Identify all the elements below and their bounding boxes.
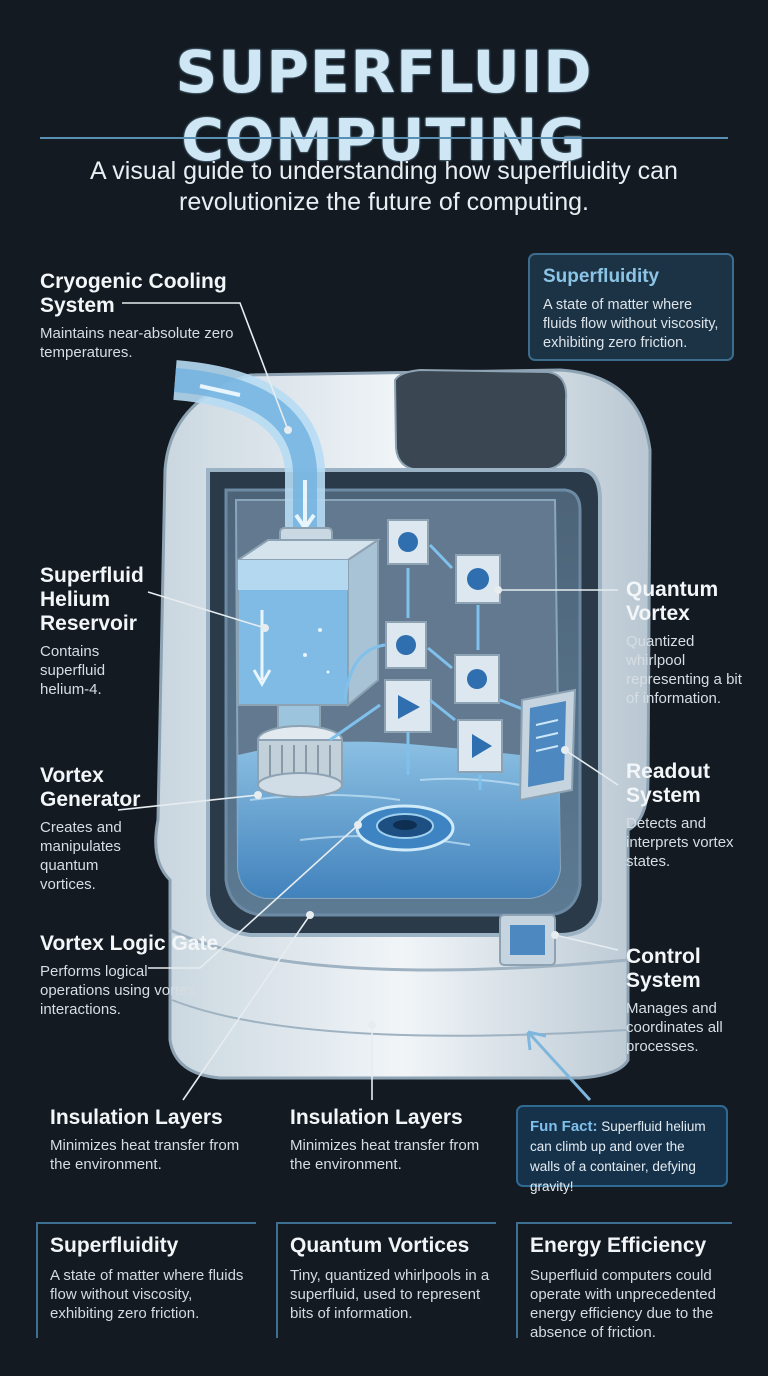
bottom-card-title: Superfluidity — [50, 1234, 179, 1257]
bottom-card-desc: Superfluid computers could operate with … — [530, 1267, 716, 1341]
callout-title: Superfluid Helium Reservoir — [40, 564, 144, 635]
callout-title: Insulation Layers — [50, 1106, 223, 1129]
callout-readout-system: Readout System Detects and interprets vo… — [626, 760, 746, 871]
page-subtitle: A visual guide to understanding how supe… — [90, 157, 678, 216]
callout-desc: Manages and coordinates all processes. — [626, 1000, 723, 1055]
control-panel — [499, 914, 556, 966]
callout-vortex-logic-gate: Vortex Logic Gate Performs logical opera… — [40, 932, 220, 1019]
callout-title: Vortex Logic Gate — [40, 932, 219, 955]
callout-title: Control System — [626, 945, 701, 992]
callout-vortex-generator: Vortex Generator Creates and manipulates… — [40, 764, 150, 894]
info-box-title: Superfluidity — [543, 266, 660, 287]
bottom-card-energy-efficiency: Energy Efficiency Superfluid computers c… — [516, 1222, 732, 1341]
callout-title: Insulation Layers — [290, 1106, 463, 1129]
fun-fact-label: Fun Fact: — [530, 1118, 598, 1135]
helium-reservoir — [234, 538, 382, 736]
callout-desc: Creates and manipulates quantum vortices… — [40, 819, 122, 893]
bottom-card-desc: Tiny, quantized whirlpools in a superflu… — [290, 1267, 490, 1322]
logic-gate-array — [329, 519, 526, 790]
info-box-desc: A state of matter where fluids flow with… — [543, 297, 719, 351]
callout-insulation-left: Insulation Layers Minimizes heat transfe… — [50, 1106, 240, 1174]
leader-lines — [117, 302, 619, 1101]
vortex-generator — [257, 725, 343, 798]
callout-title: Vortex Generator — [40, 764, 141, 811]
fun-fact-arrow — [526, 1030, 592, 1102]
page-title: SUPERFLUID COMPUTING — [175, 38, 593, 174]
callout-desc: Contains superfluid helium-4. — [40, 643, 106, 698]
central-vortex — [355, 804, 455, 852]
callout-desc: Minimizes heat transfer from the environ… — [50, 1137, 240, 1173]
bottom-card-title: Quantum Vortices — [290, 1234, 470, 1257]
fun-fact-text: Superfluid helium can climb up and over … — [530, 1119, 706, 1194]
callout-quantum-vortex: Quantum Vortex Quantized whirlpool repre… — [626, 578, 756, 708]
callout-desc: Performs logical operations using vortex… — [40, 963, 196, 1018]
callout-desc: Maintains near-absolute zero temperature… — [40, 325, 234, 361]
bottom-card-superfluidity: Superfluidity A state of matter where fl… — [36, 1222, 256, 1338]
bottom-card-title: Energy Efficiency — [530, 1234, 707, 1257]
callout-title: Readout System — [626, 760, 710, 807]
callout-title: Cryogenic Cooling System — [40, 270, 227, 317]
title-divider — [40, 137, 728, 139]
callout-desc: Minimizes heat transfer from the environ… — [290, 1137, 480, 1173]
callout-control-system: Control System Manages and coordinates a… — [626, 945, 746, 1056]
callout-helium-reservoir: Superfluid Helium Reservoir Contains sup… — [40, 564, 155, 699]
callout-title: Quantum Vortex — [626, 578, 719, 625]
callout-insulation-center: Insulation Layers Minimizes heat transfe… — [290, 1106, 480, 1174]
callout-cryogenic-cooling: Cryogenic Cooling System Maintains near-… — [40, 270, 240, 362]
callout-desc: Quantized whirlpool representing a bit o… — [626, 633, 742, 707]
bottom-card-quantum-vortices: Quantum Vortices Tiny, quantized whirlpo… — [276, 1222, 496, 1338]
superfluidity-info-box: Superfluidity A state of matter where fl… — [528, 253, 734, 361]
bottom-card-desc: A state of matter where fluids flow with… — [50, 1267, 244, 1322]
readout-panel — [518, 688, 577, 802]
fun-fact-box: Fun Fact: Superfluid helium can climb up… — [516, 1105, 728, 1194]
callout-desc: Detects and interprets vortex states. — [626, 815, 734, 870]
